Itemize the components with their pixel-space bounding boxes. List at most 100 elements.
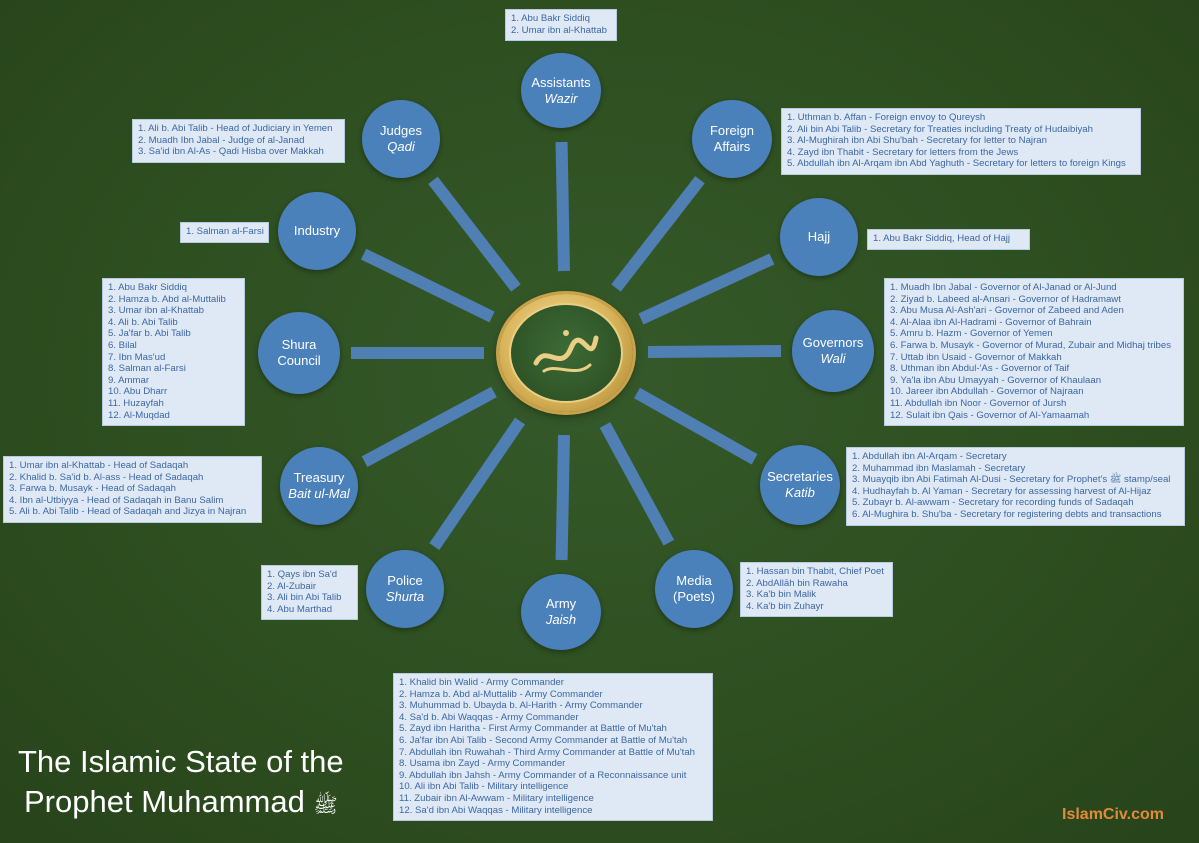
node-label: Police: [387, 573, 423, 588]
list-item: 10. Jareer ibn Abdullah - Governor of Na…: [890, 386, 1084, 398]
list-item: 8. Usama ibn Zayd - Army Commander: [399, 758, 566, 770]
node-sublabel: (Poets): [673, 589, 715, 604]
list-item: 5. Ja'far b. Abi Talib: [108, 328, 191, 340]
list-item: 4. Al-Alaa ibn Al-Hadrami - Governor of …: [890, 316, 1092, 328]
node-label: Shura Council: [277, 337, 321, 368]
list-item: 4. Ibn al-Utbiyya - Head of Sadaqah in B…: [9, 494, 224, 506]
list-item: 12. Al-Muqdad: [108, 409, 170, 421]
muhammad-calligraphy-icon: [509, 303, 623, 403]
list-item: 10. Ali ibn Abi Talib - Military intelli…: [399, 781, 569, 793]
node-assistants[interactable]: Assistants Wazir: [521, 53, 601, 128]
node-hajj[interactable]: Hajj: [780, 198, 858, 276]
list-hajj: 1. Abu Bakr Siddiq, Head of Hajj: [867, 229, 1030, 250]
node-army[interactable]: Army Jaish: [521, 574, 601, 650]
list-item: 9. Ya'la ibn Abu Umayyah - Governor of K…: [890, 374, 1102, 386]
list-item: 10. Abu Dharr: [108, 386, 168, 398]
list-item: 3. Muayqib ibn Abi Fatimah Al-Dusi - Sec…: [852, 474, 1171, 486]
list-item: 1. Hassan bin Thabit, Chief Poet: [746, 566, 884, 577]
title-line-1: The Islamic State of the: [18, 744, 344, 779]
node-label: Media: [676, 573, 712, 588]
list-item: 6. Farwa b. Musayk - Governor of Murad, …: [890, 339, 1171, 351]
list-item: 3. Ka'b bin Malik: [746, 589, 817, 601]
spoke-shura: [351, 347, 484, 359]
spoke-governors: [647, 345, 782, 359]
node-label: Governors: [802, 335, 864, 350]
list-item: 1. Uthman b. Affan - Foreign envoy to Qu…: [787, 112, 986, 123]
list-item: 7. Uttab ibn Usaid - Governor of Makkah: [890, 351, 1062, 363]
list-item: 1. Salman al-Farsi: [186, 226, 264, 237]
center-emblem: [499, 294, 633, 412]
node-label: Treasury: [293, 470, 345, 485]
node-police[interactable]: Police Shurta: [366, 550, 444, 628]
pbuh-icon: ﷺ: [313, 795, 338, 817]
list-item: 4. Ali b. Abi Talib: [108, 316, 178, 328]
node-industry[interactable]: Industry: [278, 192, 356, 270]
node-label: Hajj: [807, 229, 831, 244]
list-item: 4. Abu Marthad: [267, 603, 333, 615]
node-secretaries[interactable]: Secretaries Katib: [760, 445, 840, 525]
node-sublabel: Katib: [785, 485, 815, 500]
list-foreign-affairs: 1. Uthman b. Affan - Foreign envoy to Qu…: [781, 108, 1141, 175]
list-item: 2. Ziyad b. Labeed al-Ansari - Governor …: [890, 293, 1121, 305]
node-label: Industry: [293, 223, 341, 238]
list-item: 5. Zubayr b. Al-awwam - Secretary for re…: [852, 497, 1134, 509]
list-item: 8. Uthman ibn Abdul-'As - Governor of Ta…: [890, 363, 1070, 375]
list-item: 9. Abdullah ibn Jahsh - Army Commander o…: [399, 769, 687, 781]
list-item: 6. Bilal: [108, 339, 137, 351]
list-item: 3. Ali bin Abi Talib: [267, 592, 342, 604]
list-item: 1. Abdullah ibn Al-Arqam - Secretary: [852, 451, 1007, 462]
node-shura-council[interactable]: Shura Council: [258, 312, 340, 394]
list-item: 5. Amru b. Hazm - Governor of Yemen: [890, 328, 1053, 340]
list-item: 2. Hamza b. Abd al-Muttalib: [108, 293, 226, 305]
list-item: 5. Ali b. Abi Talib - Head of Sadaqah an…: [9, 506, 247, 518]
brand-logo[interactable]: IslamCiv.com: [1062, 806, 1164, 823]
list-item: 2. Al-Zubair: [267, 580, 317, 592]
title-line-2: Prophet Muhammad ﷺ: [18, 782, 344, 826]
node-sublabel: Bait ul-Mal: [288, 486, 350, 501]
list-item: 2. Ali bin Abi Talib - Secretary for Tre…: [787, 123, 1093, 135]
list-item: 1. Ali b. Abi Talib - Head of Judiciary …: [138, 123, 333, 134]
list-item: 1. Qays ibn Sa'd: [267, 569, 338, 580]
list-item: 1. Abu Bakr Siddiq, Head of Hajj: [873, 233, 1011, 244]
list-item: 11. Huzayfah: [108, 397, 164, 409]
list-item: 3. Muhummad b. Ubayda b. Al-Harith - Arm…: [399, 700, 643, 712]
list-item: 11. Abdullah ibn Noor - Governor of Jurs…: [890, 397, 1067, 409]
page-title: The Islamic State of the Prophet Muhamma…: [18, 742, 344, 826]
node-treasury[interactable]: Treasury Bait ul-Mal: [280, 447, 358, 525]
list-item: 2. AbdAllāh bin Rawaha: [746, 577, 848, 589]
list-industry: 1. Salman al-Farsi: [180, 222, 269, 243]
list-item: 1. Muadh Ibn Jabal - Governor of Al-Jana…: [890, 282, 1117, 293]
list-governors: 1. Muadh Ibn Jabal - Governor of Al-Jana…: [884, 278, 1184, 427]
node-label: Secretaries: [767, 469, 833, 484]
node-sublabel: Shurta: [385, 589, 425, 604]
list-judges: 1. Ali b. Abi Talib - Head of Judiciary …: [132, 119, 345, 163]
list-item: 2. Umar ibn al-Khattab: [511, 24, 607, 36]
list-item: 4. Ka'b bin Zuhayr: [746, 600, 824, 612]
node-foreign-affairs[interactable]: Foreign Affairs: [692, 100, 772, 178]
list-item: 8. Salman al-Farsi: [108, 363, 186, 375]
node-label: Assistants: [531, 74, 591, 90]
list-item: 7. Ibn Mas'ud: [108, 351, 166, 363]
list-item: 1. Abu Bakr Siddiq: [108, 282, 187, 293]
list-item: 1. Khalid bin Walid - Army Commander: [399, 677, 564, 688]
node-sublabel: Qadi: [387, 139, 415, 154]
list-item: 3. Al-Mughirah ibn Abi Shu'bah - Secreta…: [787, 135, 1047, 147]
node-judges[interactable]: Judges Qadi: [362, 100, 440, 178]
list-item: 5. Zayd ibn Haritha - First Army Command…: [399, 723, 667, 735]
list-item: 9. Ammar: [108, 374, 150, 386]
list-item: 5. Abdullah ibn Al-Arqam ibn Abd Yaghuth…: [787, 158, 1126, 170]
node-media[interactable]: Media (Poets): [655, 550, 733, 628]
list-item: 2. Muadh Ibn Jabal - Judge of al-Janad: [138, 134, 305, 146]
list-item: 3. Farwa b. Musayk - Head of Sadaqah: [9, 483, 176, 495]
list-item: 12. Sulait ibn Qais - Governor of Al-Yam…: [890, 409, 1090, 421]
list-item: 3. Sa'id ibn Al-As - Qadi Hisba over Mak…: [138, 146, 324, 158]
node-label: Judges: [380, 123, 422, 138]
node-governors[interactable]: Governors Wali: [792, 310, 874, 392]
list-item: 2. Muhammad ibn Maslamah - Secretary: [852, 462, 1026, 474]
